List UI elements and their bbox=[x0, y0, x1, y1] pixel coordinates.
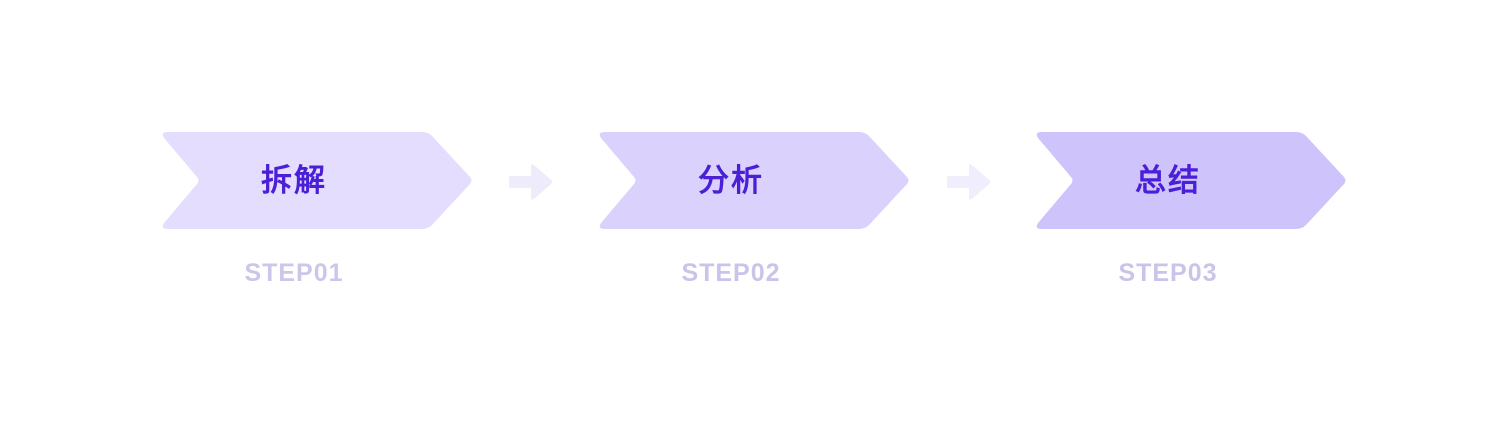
right-arrow-path-1 bbox=[509, 164, 553, 200]
connector-arrow-2 bbox=[947, 163, 991, 201]
chevron-banner-3[interactable]: 总结 bbox=[1034, 132, 1346, 229]
chevron-path-2 bbox=[599, 132, 909, 229]
chevron-shape-1 bbox=[162, 132, 472, 229]
chevron-label-2: 分析 bbox=[698, 163, 764, 198]
process-step-1[interactable]: 拆解 STEP01 bbox=[160, 132, 472, 292]
chevron-path-1 bbox=[162, 132, 472, 229]
step-caption-1: STEP01 bbox=[244, 259, 344, 287]
step-caption-3: STEP03 bbox=[1118, 259, 1218, 287]
right-arrow-icon bbox=[947, 164, 991, 200]
chevron-label-1: 拆解 bbox=[261, 163, 327, 198]
right-arrow-icon bbox=[509, 164, 553, 200]
step-caption-2: STEP02 bbox=[681, 259, 781, 287]
chevron-path-3 bbox=[1036, 132, 1346, 229]
chevron-shape-3 bbox=[1036, 132, 1346, 229]
process-step-3[interactable]: 总结 STEP03 bbox=[1034, 132, 1346, 292]
chevron-banner-2[interactable]: 分析 bbox=[597, 132, 909, 229]
chevron-label-3: 总结 bbox=[1135, 163, 1201, 198]
chevron-shape-2 bbox=[599, 132, 909, 229]
process-step-2[interactable]: 分析 STEP02 bbox=[597, 132, 909, 292]
right-arrow-path-2 bbox=[947, 164, 991, 200]
chevron-banner-1[interactable]: 拆解 bbox=[160, 132, 472, 229]
connector-arrow-1 bbox=[509, 163, 553, 201]
